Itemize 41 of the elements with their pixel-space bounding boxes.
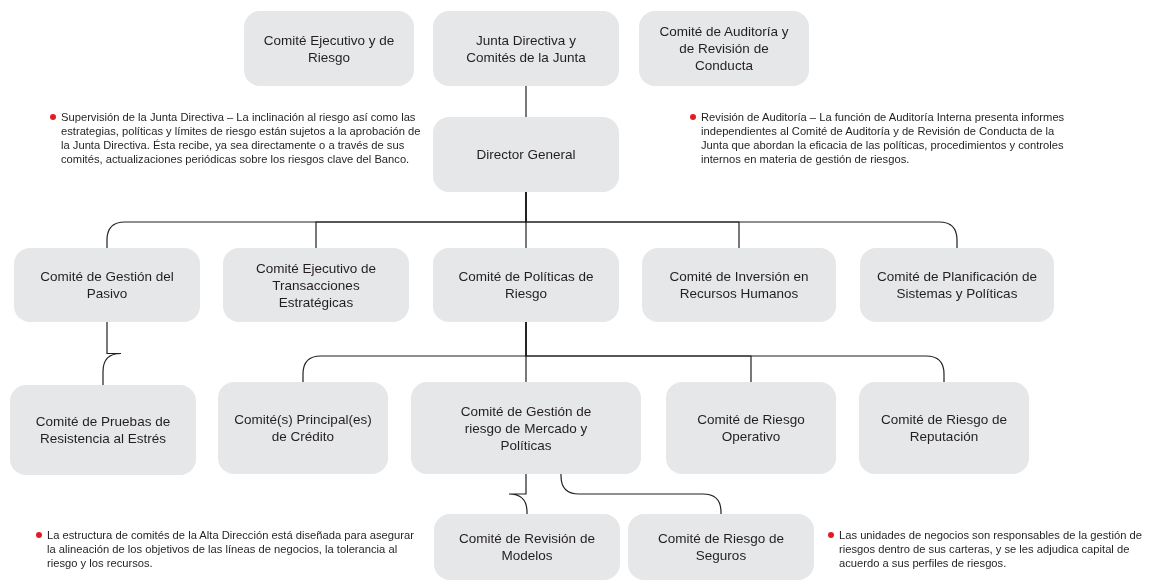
committee-name: Comité de Riesgo de Reputación [879,411,1009,445]
note-text: Las unidades de negocios son responsables de la gestión de riesgos dentro de sus carteras, y se les adjudica capital de acuerdo a sus perfiles de riesgos. [839,528,1143,570]
committee-box [628,514,814,580]
committee-name: Comité de Gestión del Pasivo [39,268,175,302]
committee-box [433,248,619,322]
connector-line [525,85,527,118]
committee-name: Comité de Riesgo Operativo [696,411,806,445]
committee-name: Comité Ejecutivo y de Riesgo [262,31,396,66]
connector-line [525,321,945,383]
committee-box [860,248,1054,322]
connector-line [508,473,528,515]
committee-box [10,385,196,475]
committee-name: Comité de Políticas de Riesgo [457,268,595,302]
committee-box [411,382,641,474]
committee-name: Junta Directiva y Comités de la Junta [466,31,586,66]
committee-name: Director General [476,146,576,163]
committee-box [433,11,619,86]
note-text: Revisión de Auditoría – La función de Auditoría Interna presenta informes independientes al Comité de Auditoría y de Revisión de Conducta de la Junta que abordan la eficacia de las políticas, procedimientos y controles internos en materia de gestión de riesgos. [701,110,1066,166]
connector-line [560,473,722,515]
committee-name: Comité de Revisión de Modelos [458,530,596,564]
committee-name: Comité de Riesgo de Seguros [656,530,786,564]
committee-box [14,248,200,322]
committee-box [434,514,620,580]
committee-box [639,11,809,86]
committee-box [859,382,1029,474]
connector-line [102,321,122,386]
committee-name: Comité(s) Principal(es) de Crédito [233,411,373,445]
committee-box [642,248,836,322]
committee-name: Comité de Pruebas de Resistencia al Estrés [34,413,172,447]
committee-name: Comité de Auditoría y de Revisión de Conducta [658,23,790,74]
note-text: La estructura de comités de la Alta Dirección está diseñada para asegurar la alineación de los objetivos de las líneas de negocios, la tolerancia al riesgo y los recursos. [47,528,415,570]
committee-name: Comité de Gestión de riesgo de Mercado y Políticas [459,402,593,454]
committee-box [223,248,409,322]
committee-box [218,382,388,474]
note-text: Supervisión de la Junta Directiva – La inclinación al riesgo así como las estrategias, políticas y límites de riesgo están sujetos a la aprobación de la Junta Directiva. Ésta recibe, ya sea directamente o a través de sus comités, actualizaciones periódicas sobre los riesgos clave del Banco. [61,110,422,166]
committee-box [244,11,414,86]
committee-name: Comité Ejecutivo de Transacciones Estratégicas [254,259,378,311]
committee-name: Comité de Inversión en Recursos Humanos [668,268,810,302]
committee-box [433,117,619,192]
committee-name: Comité de Planificación de Sistemas y Políticas [876,268,1038,302]
committee-box [666,382,836,474]
